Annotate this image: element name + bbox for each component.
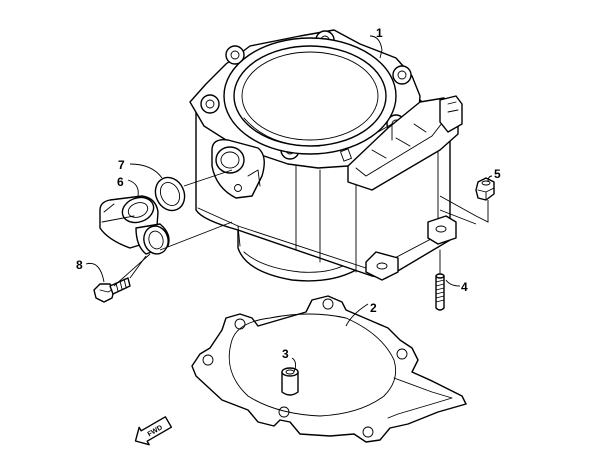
cylinder-base-gasket — [191, 295, 467, 443]
cylinder-stud — [435, 249, 445, 311]
callout-numbers: 1 2 3 4 5 6 7 8 — [76, 26, 501, 361]
cylinder-body — [189, 29, 463, 282]
callout-6: 6 — [117, 175, 124, 189]
dowel-pin — [281, 367, 299, 396]
flange-nut — [475, 177, 495, 201]
water-outlet-fitting — [99, 195, 170, 255]
callout-4: 4 — [461, 280, 468, 294]
o-ring — [154, 176, 186, 212]
callout-7: 7 — [118, 158, 125, 172]
callout-2: 2 — [370, 301, 377, 315]
forward-arrow-icon: FWD — [134, 416, 173, 446]
callout-3: 3 — [282, 347, 289, 361]
fitting-bolt — [93, 277, 131, 303]
callout-1: 1 — [376, 26, 383, 40]
leader-lines — [85, 35, 493, 373]
callout-5: 5 — [494, 167, 501, 181]
callout-8: 8 — [76, 258, 83, 272]
